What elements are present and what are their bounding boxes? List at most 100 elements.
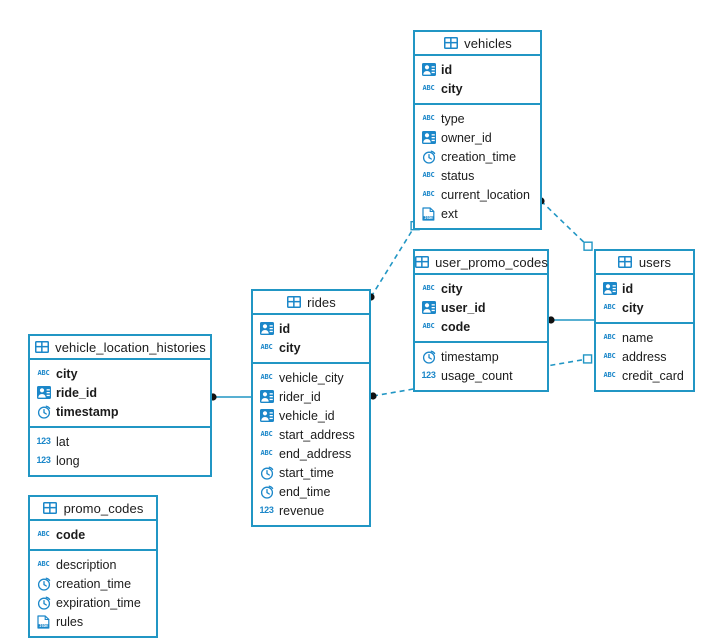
field-row[interactable]: start_time (253, 463, 369, 482)
primary-key-field-row[interactable]: id (596, 279, 693, 298)
primary-key-field-row[interactable]: ABC city (415, 79, 540, 98)
edge-vehicles-to-users[interactable] (537, 197, 593, 251)
edge-user-promo-codes-to-users[interactable] (547, 316, 594, 324)
edge-vehicle-location-histories-to-rides[interactable] (209, 393, 251, 401)
primary-key-id-icon (421, 130, 436, 145)
field-name: status (441, 168, 475, 183)
table-header-rides[interactable]: rides (253, 291, 369, 315)
field-name: description (56, 557, 117, 572)
abc-string-icon: ABC (260, 343, 273, 351)
edge-line (370, 220, 419, 298)
clock-timestamp-icon (259, 484, 274, 499)
table-title: users (638, 254, 672, 270)
primary-key-field-row[interactable]: ABC city (253, 338, 369, 357)
field-row[interactable]: creation_time (30, 574, 156, 593)
table-header-vehicles[interactable]: vehicles (415, 32, 540, 56)
field-name: end_time (279, 484, 331, 499)
field-row[interactable]: ABC status (415, 166, 540, 185)
field-row[interactable]: end_time (253, 482, 369, 501)
field-row[interactable]: JSON rules (30, 612, 156, 631)
field-row[interactable]: vehicle_id (253, 406, 369, 425)
field-name: credit_card (622, 368, 684, 383)
field-row[interactable]: timestamp (415, 347, 547, 366)
field-name: user_id (441, 300, 486, 315)
abc-string-icon: ABC (37, 530, 50, 538)
edge-vehicles-to-rides[interactable] (367, 220, 420, 301)
field-row[interactable]: rider_id (253, 387, 369, 406)
primary-key-field-row[interactable]: id (253, 319, 369, 338)
field-name: ride_id (56, 385, 97, 400)
number-123-icon: 123 (36, 436, 51, 446)
table-icon (34, 340, 49, 355)
field-name: rules (56, 614, 84, 629)
field-name: address (622, 349, 667, 364)
field-row[interactable]: owner_id (415, 128, 540, 147)
table-header-user_promo_codes[interactable]: user_promo_codes (414, 251, 548, 275)
field-name: creation_time (441, 149, 517, 164)
edge-target-square (582, 354, 593, 364)
field-name: city (441, 81, 463, 96)
primary-key-field-row[interactable]: id (415, 60, 540, 79)
field-name: id (622, 281, 634, 296)
primary-key-field-row[interactable]: timestamp (30, 402, 210, 421)
primary-key-id-icon (259, 321, 274, 336)
table-icon (414, 255, 429, 270)
field-name: long (56, 453, 80, 468)
field-name: type (441, 111, 465, 126)
field-name: city (279, 340, 301, 355)
table-header-users[interactable]: users (596, 251, 693, 275)
primary-key-id-icon (259, 389, 274, 404)
field-name: end_address (279, 446, 352, 461)
abc-string-icon: ABC (422, 84, 435, 92)
field-name: city (622, 300, 644, 315)
field-name: start_time (279, 465, 334, 480)
field-name: name (622, 330, 654, 345)
abc-string-icon: ABC (422, 171, 435, 179)
abc-string-icon: ABC (422, 284, 435, 292)
table-header-promo_codes[interactable]: promo_codes (30, 497, 156, 521)
field-row[interactable]: ABC description (30, 555, 156, 574)
json-document-icon: JSON (36, 614, 51, 629)
table-header-vehicle_location_histories[interactable]: vehicle_location_histories (30, 336, 210, 360)
edge-target-square (583, 241, 593, 251)
abc-string-icon: ABC (37, 369, 50, 377)
field-name: ext (441, 206, 458, 221)
abc-string-icon: ABC (422, 190, 435, 198)
clock-timestamp-icon (36, 595, 51, 610)
primary-key-id-icon (421, 62, 436, 77)
primary-key-field-row[interactable]: ride_id (30, 383, 210, 402)
field-name: id (441, 62, 453, 77)
field-row[interactable]: expiration_time (30, 593, 156, 612)
field-row[interactable]: creation_time (415, 147, 540, 166)
primary-key-field-row[interactable]: user_id (415, 298, 547, 317)
abc-string-icon: ABC (37, 560, 50, 568)
